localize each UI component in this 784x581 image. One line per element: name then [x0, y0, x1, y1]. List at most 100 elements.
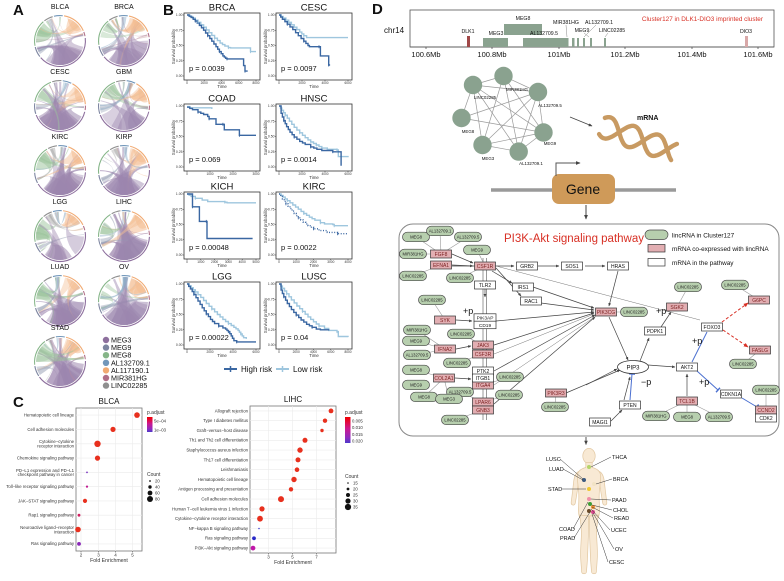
svg-text:MEG9: MEG9 [575, 28, 590, 34]
svg-text:LINC02285: LINC02285 [111, 381, 147, 390]
svg-text:receptor interaction: receptor interaction [37, 444, 74, 449]
svg-text:LINC02285: LINC02285 [446, 361, 468, 366]
svg-text:Time: Time [309, 353, 319, 358]
svg-text:BLCA: BLCA [51, 4, 70, 11]
svg-text:PIK3AP: PIK3AP [477, 315, 494, 321]
svg-text:Survival probability: Survival probability [171, 119, 176, 155]
svg-text:0.00: 0.00 [176, 253, 183, 257]
svg-text:+p: +p [656, 306, 666, 316]
svg-text:MEG3: MEG3 [489, 31, 504, 37]
svg-text:LIHC: LIHC [116, 199, 132, 206]
svg-text:Hematopoietic cell lineage: Hematopoietic cell lineage [24, 413, 75, 418]
svg-text:UCEC: UCEC [611, 528, 627, 534]
svg-text:2000: 2000 [298, 172, 305, 176]
svg-text:2: 2 [80, 553, 83, 558]
svg-text:LINC02285: LINC02285 [499, 375, 521, 380]
svg-text:Survival probability: Survival probability [171, 297, 176, 333]
svg-text:MIR381HG: MIR381HG [403, 252, 424, 257]
svg-text:Staphylococcus aureus infectio: Staphylococcus aureus infection [186, 448, 248, 453]
svg-text:0.25: 0.25 [268, 150, 275, 154]
svg-text:MEG8: MEG8 [410, 235, 423, 240]
svg-text:BRCA: BRCA [209, 3, 236, 14]
svg-text:101.6Mb: 101.6Mb [743, 50, 772, 59]
svg-text:0: 0 [186, 81, 188, 85]
svg-text:101Mb: 101Mb [548, 50, 571, 59]
svg-text:IFNA2: IFNA2 [438, 347, 452, 353]
svg-text:1.00: 1.00 [176, 104, 183, 108]
svg-text:100.6Mb: 100.6Mb [411, 50, 440, 59]
svg-text:KIRP: KIRP [116, 134, 133, 141]
svg-text:3: 3 [267, 555, 270, 560]
svg-text:3000: 3000 [327, 260, 334, 264]
svg-text:1e−03: 1e−03 [154, 428, 167, 433]
svg-text:checkpoint pathway in cancer: checkpoint pathway in cancer [18, 472, 75, 477]
svg-text:COAD: COAD [559, 527, 575, 533]
svg-text:FOXO3: FOXO3 [704, 325, 721, 331]
svg-text:STAD: STAD [548, 487, 562, 493]
svg-text:SOS1: SOS1 [565, 264, 579, 270]
svg-text:0: 0 [186, 172, 188, 176]
svg-text:2000: 2000 [201, 81, 208, 85]
svg-text:AKT2: AKT2 [681, 365, 694, 371]
svg-text:NF−kappa B signaling pathway: NF−kappa B signaling pathway [189, 526, 249, 531]
svg-text:p = 0.00048: p = 0.00048 [189, 243, 229, 252]
svg-text:Rap1 signaling pathway: Rap1 signaling pathway [28, 513, 74, 518]
svg-text:2000: 2000 [310, 260, 317, 264]
svg-text:2000: 2000 [211, 260, 218, 264]
svg-text:0.00: 0.00 [176, 74, 183, 78]
svg-text:p = 0.0039: p = 0.0039 [189, 64, 225, 73]
svg-text:5000: 5000 [252, 260, 259, 264]
svg-text:2000: 2000 [293, 350, 300, 354]
svg-text:AL132709.5: AL132709.5 [530, 31, 558, 37]
svg-text:LINC02285: LINC02285 [444, 418, 466, 423]
svg-text:101.2Mb: 101.2Mb [610, 50, 639, 59]
svg-text:8000: 8000 [252, 81, 259, 85]
svg-text:Th17 cell differentiation: Th17 cell differentiation [204, 457, 249, 462]
svg-text:LINC02285: LINC02285 [677, 285, 699, 290]
svg-text:BRCA: BRCA [613, 477, 629, 483]
svg-text:0.75: 0.75 [268, 28, 275, 32]
svg-text:Survival probability: Survival probability [171, 207, 176, 243]
svg-text:Survival probability: Survival probability [263, 207, 268, 243]
svg-text:2000: 2000 [206, 350, 213, 354]
svg-text:CSF3R: CSF3R [475, 352, 492, 358]
svg-text:0.00: 0.00 [268, 165, 275, 169]
svg-text:CD19: CD19 [479, 323, 492, 329]
svg-text:8000: 8000 [344, 350, 351, 354]
svg-text:0.50: 0.50 [176, 135, 183, 139]
svg-text:PIP3: PIP3 [626, 366, 640, 372]
svg-text:MIR381HG: MIR381HG [407, 328, 428, 333]
svg-text:Time: Time [217, 175, 227, 180]
svg-text:COAD: COAD [208, 94, 236, 105]
svg-text:LUAD: LUAD [549, 467, 564, 473]
svg-text:MEG8: MEG8 [681, 415, 694, 420]
svg-text:p = 0.04: p = 0.04 [281, 333, 308, 342]
svg-text:0: 0 [186, 350, 188, 354]
svg-text:40: 40 [155, 485, 160, 490]
svg-text:0.25: 0.25 [176, 150, 183, 154]
svg-text:LINC02285: LINC02285 [755, 388, 777, 393]
svg-text:6000: 6000 [344, 81, 351, 85]
svg-text:SYK: SYK [440, 318, 451, 324]
svg-text:1.00: 1.00 [176, 282, 183, 286]
svg-text:MEG8: MEG8 [516, 16, 531, 22]
svg-text:0.50: 0.50 [268, 313, 275, 317]
svg-text:IRS1: IRS1 [517, 285, 528, 291]
svg-text:0: 0 [278, 350, 280, 354]
svg-text:Cell adhesion molecules: Cell adhesion molecules [27, 427, 74, 432]
svg-text:LINC02285: LINC02285 [724, 283, 746, 288]
svg-text:4000: 4000 [229, 350, 236, 354]
svg-text:HRAS: HRAS [611, 264, 626, 270]
svg-text:−p: −p [641, 377, 651, 387]
svg-text:MIR381HG: MIR381HG [111, 374, 147, 383]
svg-text:0.25: 0.25 [268, 328, 275, 332]
svg-text:7: 7 [315, 555, 318, 560]
svg-text:p = 0.069: p = 0.069 [189, 155, 221, 164]
svg-text:OV: OV [615, 547, 623, 553]
svg-text:SGK2: SGK2 [670, 305, 684, 311]
svg-text:LGG: LGG [212, 272, 232, 283]
svg-text:CDK2: CDK2 [759, 416, 773, 422]
svg-text:0.00: 0.00 [268, 74, 275, 78]
svg-text:LINC02285: LINC02285 [449, 276, 471, 281]
svg-text:0.50: 0.50 [176, 44, 183, 48]
